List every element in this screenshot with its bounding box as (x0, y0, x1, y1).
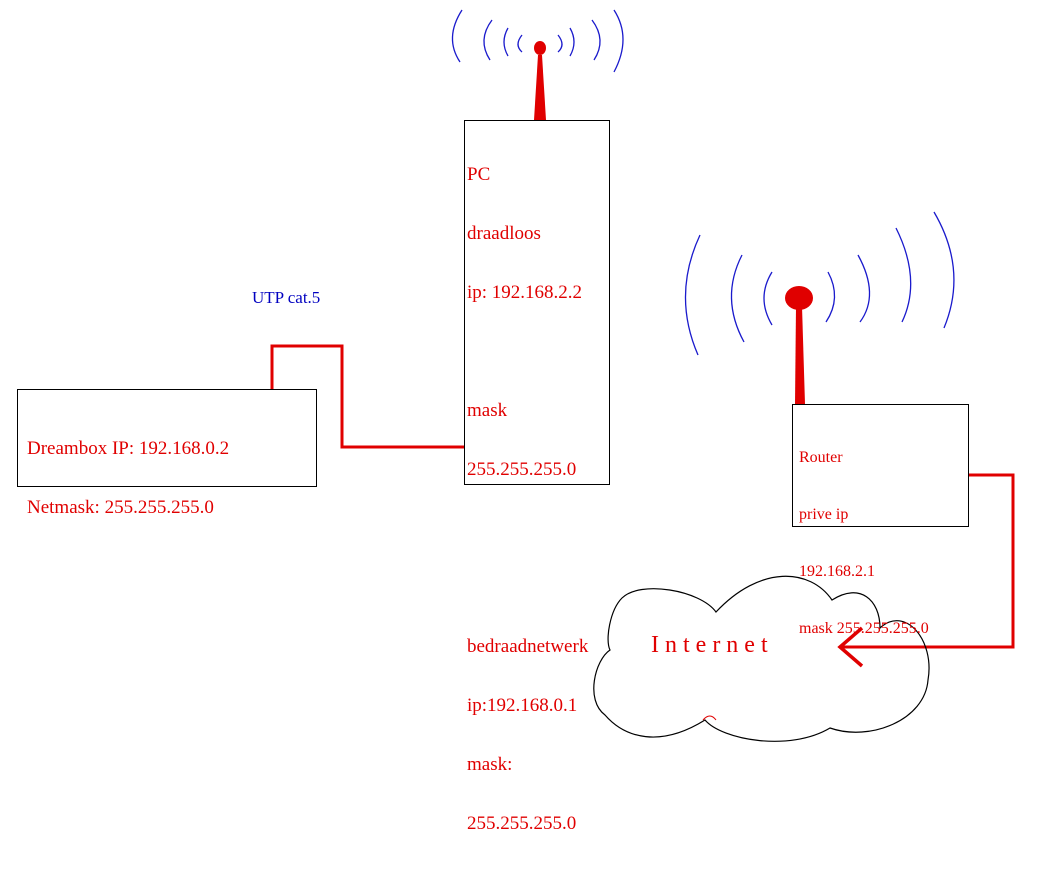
router-ip-text: 192.168.2.1 (799, 563, 875, 580)
utp-cable-label: UTP cat.5 (252, 288, 321, 307)
pc-wired-mask-label: mask: (467, 754, 513, 775)
internet-label: I n t e r n e t (651, 632, 768, 658)
pc-wired-text: bedraadnetwerk (467, 636, 589, 657)
router-label: Router prive ip 192.168.2.1 mask 255.255… (799, 411, 929, 675)
pc-spacer (467, 517, 588, 540)
dreambox-label: Dreambox IP: 192.168.0.2 Netmask: 255.25… (27, 401, 229, 555)
arrow-head (837, 626, 864, 668)
pc-wired-ip-text: ip:192.168.0.1 (467, 695, 578, 716)
dreambox-netmask-text: Netmask: 255.255.255.0 (27, 497, 214, 518)
pc-wireless-mask-text: 255.255.255.0 (467, 459, 577, 480)
router-box: Router prive ip 192.168.2.1 mask 255.255… (792, 404, 969, 637)
cloud-squiggle (702, 715, 717, 721)
pc-wireless-text: draadloos (467, 223, 541, 244)
pc-spacer (467, 576, 588, 599)
pc-title: PC (467, 164, 491, 185)
pc-wireless-ip-text: ip: 192.168.2.2 (467, 282, 583, 303)
pc-wired-mask-text: 255.255.255.0 (467, 813, 577, 834)
router-private-ip-label: prive ip (799, 506, 849, 523)
router-antenna (785, 286, 813, 404)
pc-wireless-waves (451, 9, 624, 73)
router-internet-cable (840, 473, 1015, 649)
router-wireless-waves (684, 211, 955, 356)
network-diagram (270, 9, 1015, 742)
dreambox-box: Dreambox IP: 192.168.0.2 Netmask: 255.25… (17, 389, 317, 518)
pc-label: PC draadloos ip: 192.168.2.2 mask 255.25… (467, 127, 588, 871)
pc-wireless-mask-label: mask (467, 400, 508, 421)
internet-cloud (593, 575, 930, 742)
pc-box: PC draadloos ip: 192.168.2.2 mask 255.25… (464, 120, 610, 834)
pc-spacer (467, 340, 588, 363)
utp-cable (270, 344, 464, 449)
pc-antenna (534, 41, 546, 120)
dreambox-ip-text: Dreambox IP: 192.168.0.2 (27, 438, 230, 459)
router-title: Router (799, 449, 843, 466)
router-mask-text: mask 255.255.255.0 (799, 620, 929, 637)
